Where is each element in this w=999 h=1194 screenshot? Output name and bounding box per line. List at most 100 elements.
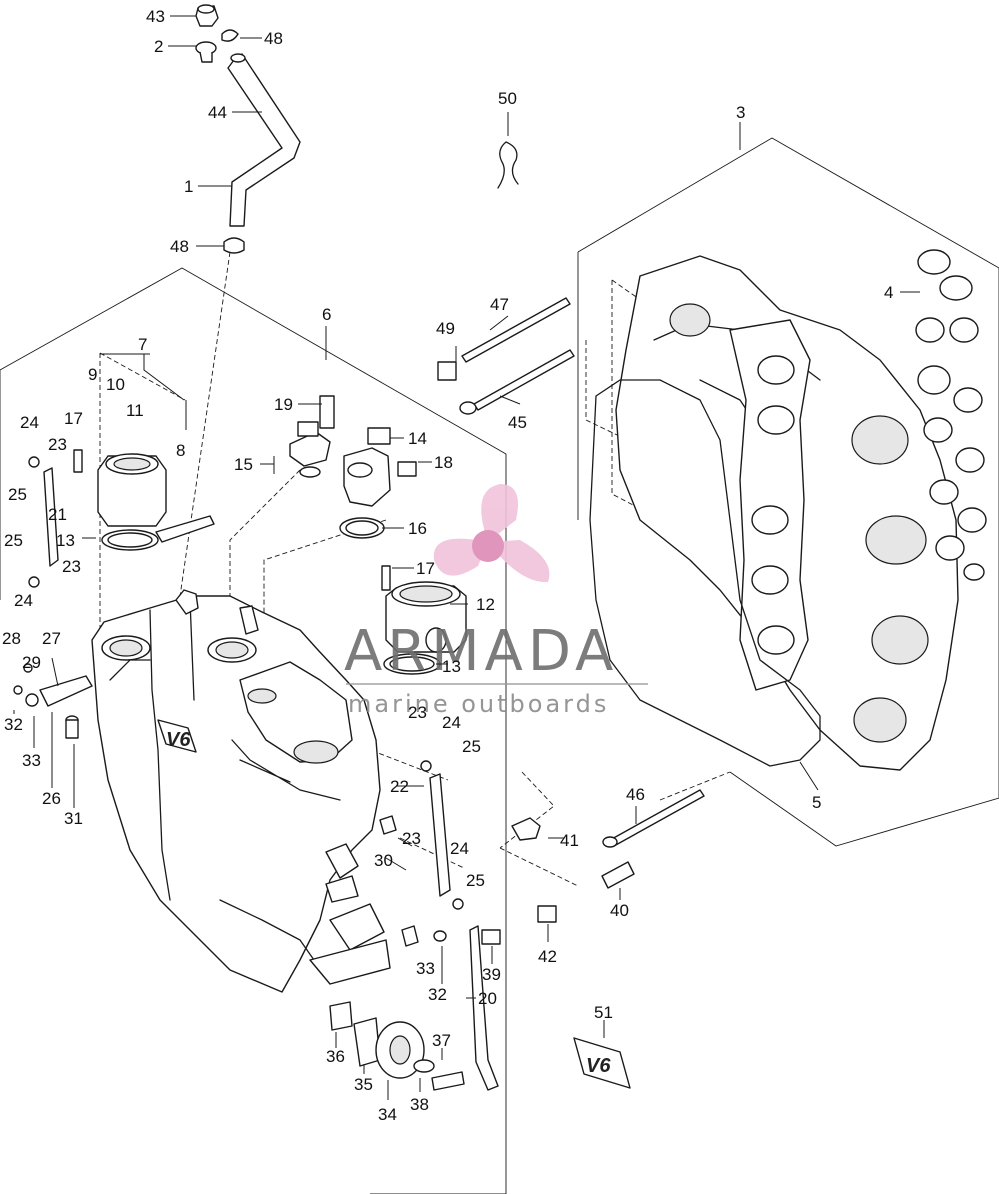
callout-7: 7 xyxy=(138,335,147,354)
intake-manifold-6 xyxy=(91,589,381,993)
callout-20: 20 xyxy=(478,989,497,1008)
watermark: ARMADA marine outboards xyxy=(344,484,648,718)
clip-48b xyxy=(223,237,245,254)
gasket-13a xyxy=(101,529,159,551)
callout-25: 25 xyxy=(462,737,481,756)
callout-12: 12 xyxy=(476,595,495,614)
callout-45: 45 xyxy=(508,413,527,432)
callout-28: 28 xyxy=(2,629,21,648)
callout-46: 46 xyxy=(626,785,645,804)
callout-24: 24 xyxy=(450,839,469,858)
callout-17: 17 xyxy=(416,559,435,578)
linkage-left xyxy=(13,456,93,739)
callout-43: 43 xyxy=(146,7,165,26)
callout-19: 19 xyxy=(274,395,293,414)
plenum-3 xyxy=(615,255,959,771)
bolts-45-46-47-49 xyxy=(437,297,705,848)
emblem-51: V6 xyxy=(573,1037,631,1089)
callout-24: 24 xyxy=(14,591,33,610)
callout-38: 38 xyxy=(410,1095,429,1114)
callout-33: 33 xyxy=(416,959,435,978)
callout-23: 23 xyxy=(408,703,427,722)
callout-8: 8 xyxy=(176,441,185,460)
watermark-subtitle: marine outboards xyxy=(348,690,609,718)
callout-10: 10 xyxy=(106,375,125,394)
callout-48: 48 xyxy=(264,29,283,48)
throttle-body-7 xyxy=(97,453,215,543)
oring-16 xyxy=(339,517,385,539)
callout-22: 22 xyxy=(390,777,409,796)
callout-16: 16 xyxy=(408,519,427,538)
callout-34: 34 xyxy=(378,1105,397,1124)
callout-39: 39 xyxy=(482,965,501,984)
callout-49: 49 xyxy=(436,319,455,338)
callout-48: 48 xyxy=(170,237,189,256)
callout-41: 41 xyxy=(560,831,579,850)
callout-2: 2 xyxy=(154,37,163,56)
callout-leaders xyxy=(13,15,920,1100)
gasket-13b xyxy=(383,653,441,675)
callout-32: 32 xyxy=(4,715,23,734)
callout-40: 40 xyxy=(610,901,629,920)
v6-emblem-text: V6 xyxy=(166,729,191,751)
callout-35: 35 xyxy=(354,1075,373,1094)
gasket-5 xyxy=(589,379,821,767)
watermark-title: ARMADA xyxy=(344,619,618,684)
callout-15: 15 xyxy=(234,455,253,474)
callout-3: 3 xyxy=(736,103,745,122)
callout-25: 25 xyxy=(466,871,485,890)
grommet-2 xyxy=(195,41,217,63)
fasteners-40-41-42 xyxy=(511,817,635,923)
emblem-51-text: V6 xyxy=(586,1055,611,1077)
callout-labels: 43 2 48 44 1 48 50 3 4 6 7 9 10 11 8 17 … xyxy=(2,7,893,1124)
callout-30: 30 xyxy=(374,851,393,870)
throttle-body-12 xyxy=(385,581,467,653)
callout-29: 29 xyxy=(22,653,41,672)
callout-51: 51 xyxy=(594,1003,613,1022)
iac-valve-14 xyxy=(343,427,391,507)
callout-23: 23 xyxy=(48,435,67,454)
callout-17: 17 xyxy=(64,409,83,428)
assembly-box-3 xyxy=(577,137,999,847)
callout-9: 9 xyxy=(88,365,97,384)
callout-5: 5 xyxy=(812,793,821,812)
callout-25: 25 xyxy=(4,531,23,550)
callout-44: 44 xyxy=(208,103,227,122)
callout-36: 36 xyxy=(326,1047,345,1066)
callout-4: 4 xyxy=(884,283,893,302)
callout-11: 11 xyxy=(126,401,144,420)
callout-23: 23 xyxy=(62,557,81,576)
callout-47: 47 xyxy=(490,295,509,314)
callout-32: 32 xyxy=(428,985,447,1004)
sensor-15 xyxy=(289,421,331,478)
callout-50: 50 xyxy=(498,89,517,108)
clip-50 xyxy=(497,141,519,189)
callout-24: 24 xyxy=(20,413,39,432)
callout-1: 1 xyxy=(184,177,193,196)
v6-emblem: V6 xyxy=(157,719,197,753)
callout-21: 21 xyxy=(48,505,67,524)
callout-37: 37 xyxy=(432,1031,451,1050)
linkage-center xyxy=(309,760,501,1091)
callout-18: 18 xyxy=(434,453,453,472)
callout-13: 13 xyxy=(56,531,75,550)
callout-14: 14 xyxy=(408,429,427,448)
callout-26: 26 xyxy=(42,789,61,808)
callout-33: 33 xyxy=(22,751,41,770)
bolts-17-18-19 xyxy=(73,395,417,591)
callout-23: 23 xyxy=(402,829,421,848)
clip-48a xyxy=(221,29,239,42)
callout-31: 31 xyxy=(64,809,83,828)
callout-6: 6 xyxy=(322,305,331,324)
callout-42: 42 xyxy=(538,947,557,966)
assembly-box-6 xyxy=(0,267,507,1194)
callout-13: 13 xyxy=(442,657,461,676)
propeller-logo xyxy=(433,484,550,583)
gasket-4 xyxy=(915,249,987,581)
callout-25: 25 xyxy=(8,485,27,504)
cap-43 xyxy=(195,4,219,27)
callout-24: 24 xyxy=(442,713,461,732)
hose-44 xyxy=(227,53,301,227)
